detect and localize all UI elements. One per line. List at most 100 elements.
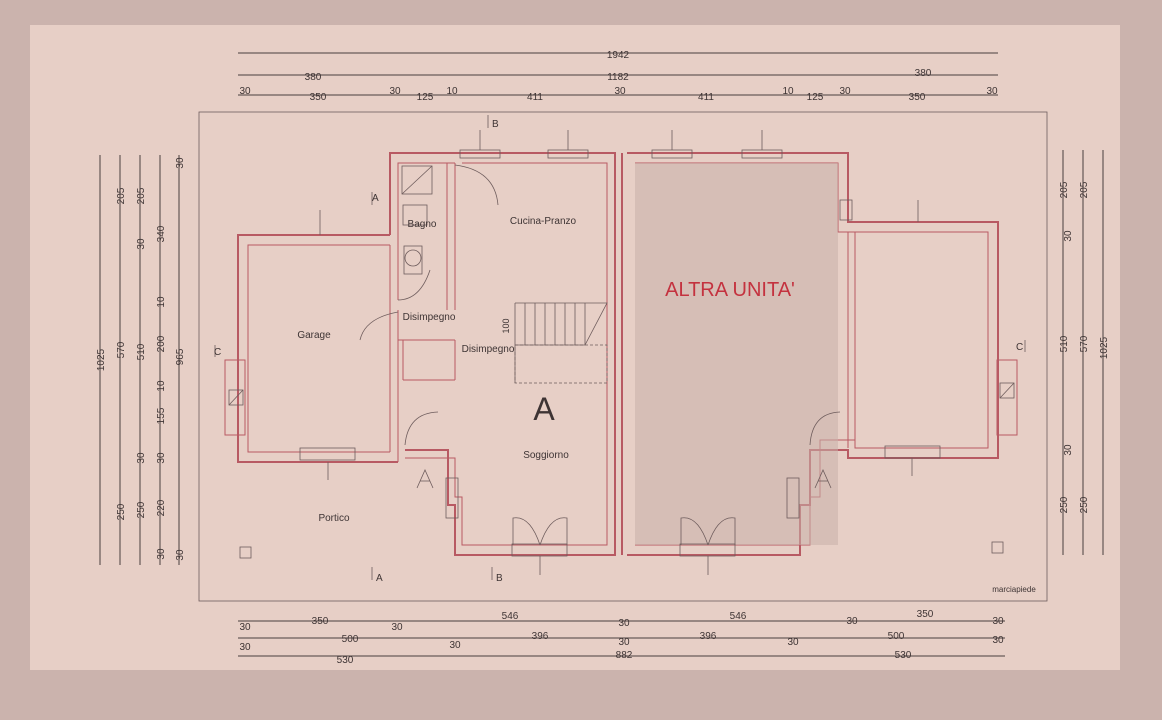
dim-text: 30 xyxy=(391,622,403,633)
dim-text: 30 xyxy=(156,452,167,464)
dim-text: 570 xyxy=(116,341,127,358)
dim-text: 30 xyxy=(618,637,630,648)
drawing-sheet xyxy=(30,25,1120,670)
bathroom-fixtures xyxy=(401,165,433,275)
right-dimension-texts: 205 30 510 30 250 205 570 250 1025 xyxy=(1059,181,1110,513)
stair xyxy=(514,302,608,384)
section-mark-c: C xyxy=(214,347,221,358)
dim-text: 965 xyxy=(175,348,186,365)
entrance-arrow-left xyxy=(416,469,434,489)
dim-text: 1025 xyxy=(96,348,107,371)
altra-unita-label: ALTRA UNITA' xyxy=(665,279,795,301)
section-mark-a: A xyxy=(376,573,383,584)
dim-text: 30 xyxy=(614,86,626,97)
left-dimension-lines xyxy=(99,155,180,565)
dim-text: 205 xyxy=(136,187,147,204)
entrance-arrow-right xyxy=(814,469,832,489)
room-label-bagno: Bagno xyxy=(408,219,437,230)
room-label-cucina: Cucina-Pranzo xyxy=(510,216,577,227)
right-dimension-lines xyxy=(1062,150,1104,555)
dim-text: 570 xyxy=(1079,335,1090,352)
dim-text: 250 xyxy=(136,501,147,518)
dim-text: 10 xyxy=(156,380,167,392)
dim-text: 30 xyxy=(136,238,147,250)
room-label-soggiorno: Soggiorno xyxy=(523,450,569,461)
bottom-dimension-lines xyxy=(238,620,1005,657)
dim-text: 530 xyxy=(337,655,354,666)
pillar-right xyxy=(991,541,1004,554)
dim-text: 546 xyxy=(502,611,519,622)
dim-text: 350 xyxy=(917,609,934,620)
chimney-right xyxy=(999,382,1015,399)
dim-text: 30 xyxy=(992,635,1004,646)
dim-text: 205 xyxy=(1059,181,1070,198)
dim-text: 1942 xyxy=(607,50,630,61)
section-mark-b: B xyxy=(492,119,499,130)
dim-text: 30 xyxy=(839,86,851,97)
dim-text: 200 xyxy=(156,335,167,352)
dim-text: 510 xyxy=(136,343,147,360)
top-dimension-lines xyxy=(238,52,998,96)
dim-text: 125 xyxy=(417,92,434,103)
section-marks xyxy=(214,115,1026,580)
top-dimension-texts: 1942 380 1182 380 30 350 30 125 10 411 3… xyxy=(239,50,998,103)
dim-text: 220 xyxy=(156,499,167,516)
dim-text: 30 xyxy=(175,157,186,169)
dim-text: 350 xyxy=(312,616,329,627)
dim-text: 350 xyxy=(310,92,327,103)
pillar-left xyxy=(239,546,252,559)
dim-text: 10 xyxy=(156,296,167,308)
dim-text: 205 xyxy=(1079,181,1090,198)
dim-text: 30 xyxy=(389,86,401,97)
room-label-disimpegno: Disimpegno xyxy=(403,312,456,323)
site-boundary xyxy=(198,111,1048,602)
doors xyxy=(359,164,841,546)
left-dimension-texts: 1025 205 570 250 30 510 30 250 205 340 1… xyxy=(96,157,186,561)
dim-text: 30 xyxy=(1063,230,1074,242)
dim-text: 1182 xyxy=(607,72,629,83)
dim-text: 396 xyxy=(532,631,549,642)
dim-text: 155 xyxy=(156,407,167,424)
stair-label: 100 xyxy=(501,318,511,333)
dim-text: 30 xyxy=(618,618,630,629)
room-label-portico: Portico xyxy=(318,513,350,524)
dim-text: 882 xyxy=(616,650,633,661)
room-label-garage: Garage xyxy=(297,330,331,341)
dim-text: 500 xyxy=(888,631,905,642)
chimney-left xyxy=(228,389,244,406)
dim-text: 10 xyxy=(782,86,794,97)
dim-text: 546 xyxy=(730,611,747,622)
dim-text: 30 xyxy=(846,616,858,627)
dim-text: 340 xyxy=(156,225,167,242)
dim-text: 510 xyxy=(1059,335,1070,352)
dim-text: 125 xyxy=(807,92,824,103)
dim-text: 500 xyxy=(342,634,359,645)
dim-text: 30 xyxy=(986,86,998,97)
altra-unita-area xyxy=(635,163,838,545)
dim-text: 250 xyxy=(1079,496,1090,513)
dim-text: 205 xyxy=(116,187,127,204)
section-mark-c: C xyxy=(1016,342,1023,353)
dim-text: 350 xyxy=(909,92,926,103)
dim-text: 411 xyxy=(698,92,714,103)
section-letters: A B A B C C xyxy=(214,119,1023,584)
left-unit-walls xyxy=(224,152,623,556)
dim-text: 380 xyxy=(915,68,932,79)
dim-text: 30 xyxy=(239,622,251,633)
dim-text: 30 xyxy=(136,452,147,464)
dim-text: 30 xyxy=(239,642,251,653)
marciapiede-label: marciapiede xyxy=(992,585,1036,594)
bottom-dimension-texts: 30 350 30 546 30 546 30 350 30 30 500 30… xyxy=(239,609,1004,666)
room-labels: Cucina-Pranzo Garage Bagno Disimpegno Di… xyxy=(297,216,1036,594)
section-mark-b: B xyxy=(496,573,503,584)
dim-text: 250 xyxy=(1059,496,1070,513)
dim-text: 30 xyxy=(156,548,167,560)
unit-label-a: A xyxy=(533,391,555,427)
dim-text: 411 xyxy=(527,92,543,103)
dim-text: 30 xyxy=(1063,444,1074,456)
dim-text: 1025 xyxy=(1099,336,1110,359)
dim-text: 30 xyxy=(449,640,461,651)
dim-text: 10 xyxy=(446,86,458,97)
